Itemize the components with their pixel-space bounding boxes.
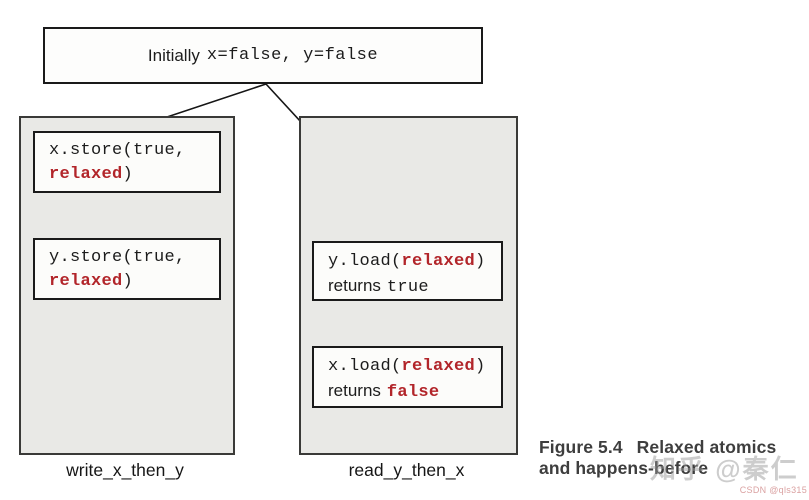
code-line: x.load(relaxed): [328, 355, 501, 379]
relaxed-keyword: relaxed: [49, 272, 123, 291]
caption-line-2: and happens-before: [539, 458, 709, 478]
returns-label: returns: [328, 381, 381, 400]
figure-caption: Figure 5.4 Relaxed atomics and happens-be…: [539, 437, 809, 479]
step-box-x-load: x.load(relaxed) returns false: [312, 346, 503, 408]
caption-title: Relaxed atomics: [636, 437, 777, 457]
code-line: x.store(true,: [49, 139, 219, 163]
relaxed-keyword: relaxed: [401, 252, 476, 271]
code-line: y.store(true,: [49, 246, 219, 270]
code-text: ): [122, 165, 134, 184]
code-text: y.load(: [328, 252, 402, 271]
thread-label-write-x-then-y: write_x_then_y: [19, 459, 231, 481]
code-text: x.load(: [328, 357, 402, 376]
code-line: returns true: [328, 274, 501, 300]
code-line: relaxed): [49, 270, 219, 294]
step-box-y-store: y.store(true, relaxed): [33, 238, 221, 300]
code-text: ): [122, 272, 134, 291]
step-box-x-store: x.store(true, relaxed): [33, 131, 221, 193]
initial-state-code: x=false, y=false: [206, 46, 379, 65]
figure-number: Figure 5.4: [539, 437, 623, 457]
zhihu-watermark: 知乎 @秦仁: [650, 454, 799, 484]
relaxed-keyword: relaxed: [401, 357, 476, 376]
return-value: true: [386, 278, 429, 297]
thread-label-text: read_y_then_x: [348, 459, 465, 480]
code-text: x.store(true,: [49, 141, 186, 160]
return-value: false: [386, 383, 440, 402]
relaxed-keyword: relaxed: [49, 165, 123, 184]
code-line: relaxed): [49, 163, 219, 187]
initial-state-box: Initially x=false, y=false: [43, 27, 483, 84]
thread-label-read-y-then-x: read_y_then_x: [299, 459, 514, 481]
code-line: y.load(relaxed): [328, 250, 501, 274]
initial-state-label: Initially: [147, 45, 200, 65]
code-line: returns false: [328, 379, 501, 405]
step-box-y-load: y.load(relaxed) returns true: [312, 241, 503, 301]
thread-label-text: write_x_then_y: [66, 459, 184, 480]
caption-line-1: Figure 5.4 Relaxed atomics: [539, 437, 809, 458]
code-text: ): [475, 252, 486, 271]
csdn-watermark: CSDN @qls315: [739, 485, 807, 495]
code-text: y.store(true,: [49, 248, 186, 267]
returns-label: returns: [328, 276, 381, 295]
code-text: ): [475, 357, 486, 376]
